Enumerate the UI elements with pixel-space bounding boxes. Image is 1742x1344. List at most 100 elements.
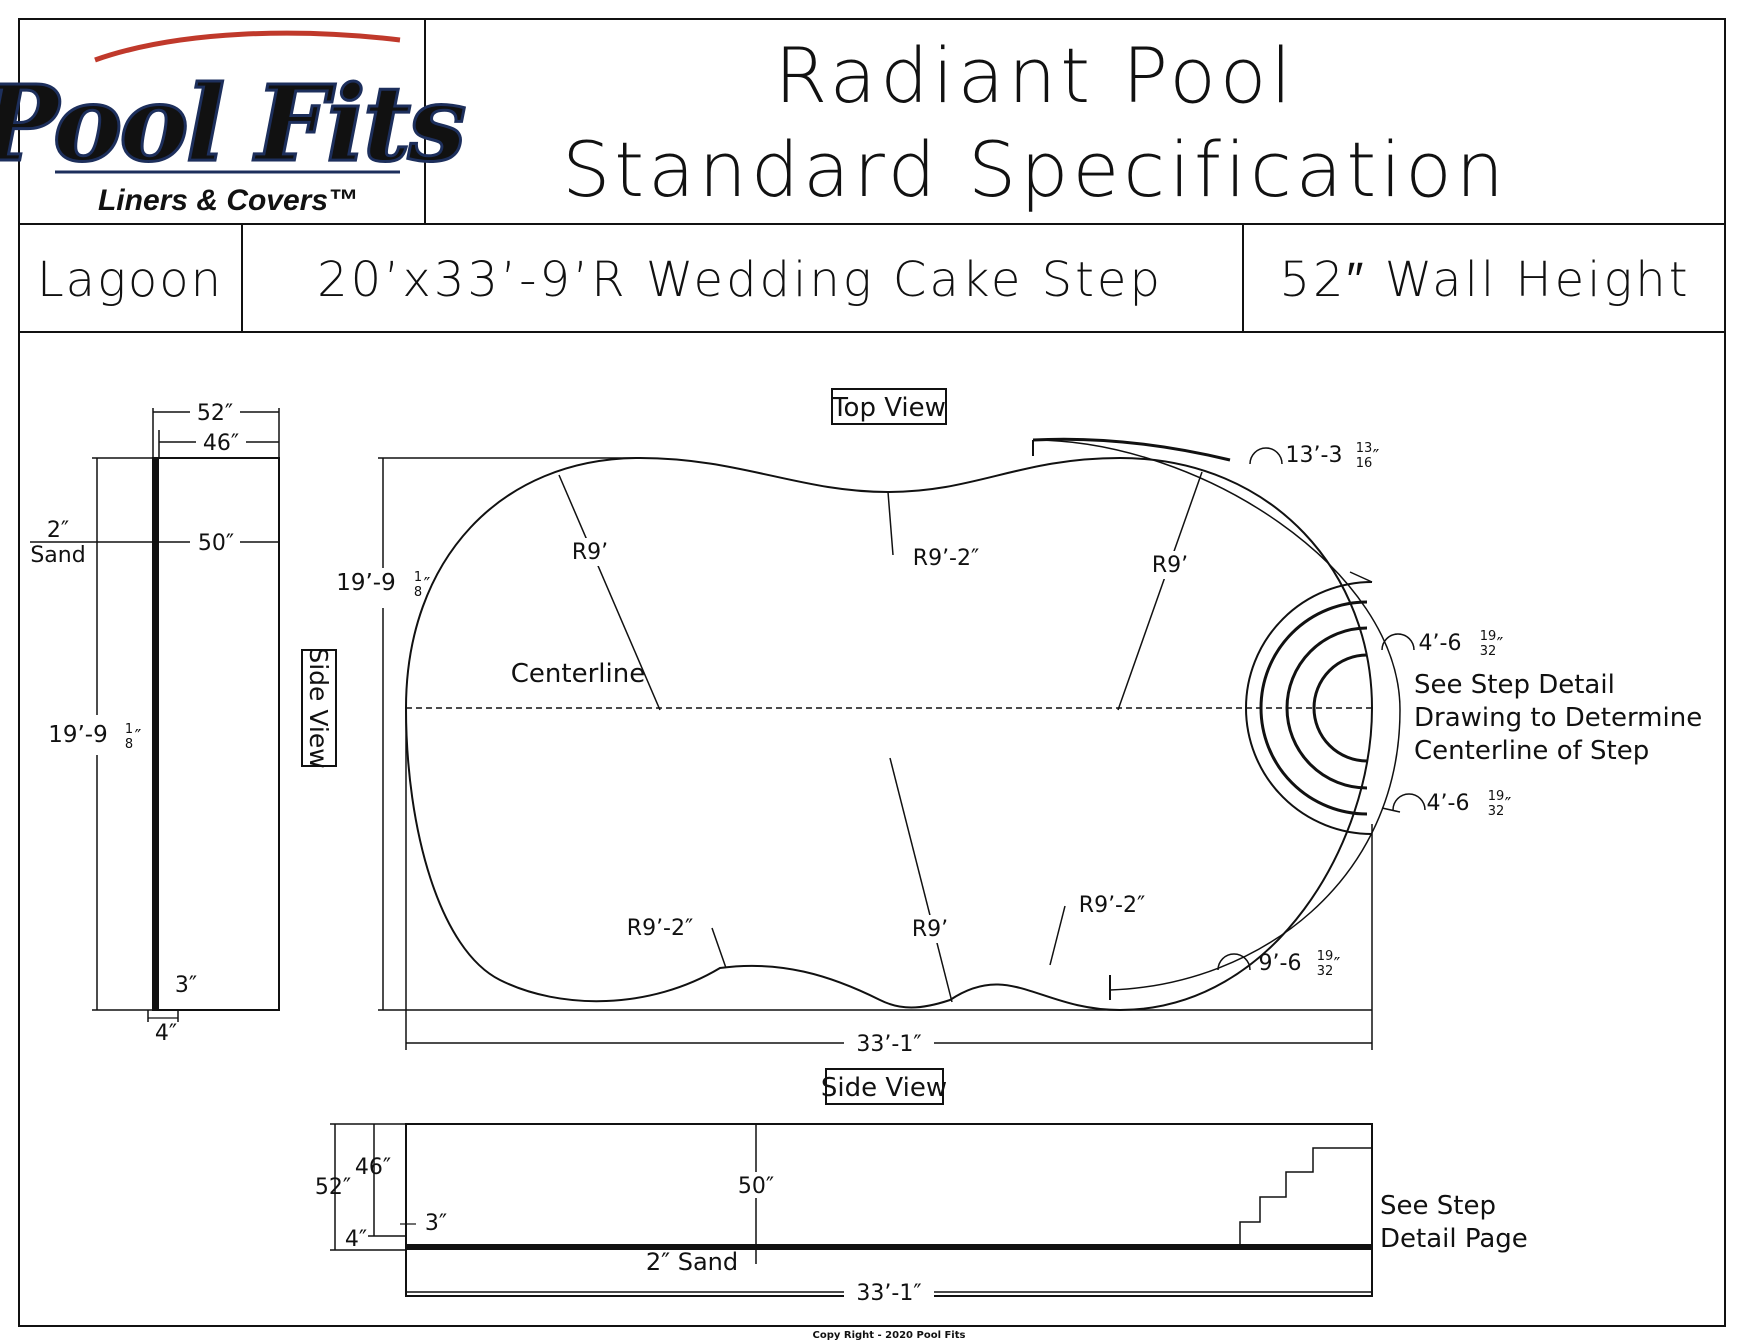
left-section-view: 52″ 46″ 50″ 2″ Sand 19’-9 1 8 ″ 3″ 4″ bbox=[30, 398, 280, 1046]
arc-symbol-step-top bbox=[1381, 633, 1415, 651]
top-vert-dim-whole: 19’-9 bbox=[336, 570, 396, 596]
left-dim-52-bg bbox=[190, 398, 240, 424]
side-length-dim: 33’-1″ bbox=[856, 1281, 921, 1306]
arc-top-num: 13 bbox=[1356, 441, 1373, 456]
side-sand-label: 2″ Sand bbox=[646, 1248, 738, 1276]
left-depth-bg bbox=[190, 528, 240, 554]
centerline-label: Centerline bbox=[511, 659, 645, 689]
left-vert-dim-num: 1 bbox=[125, 722, 133, 737]
radius-label-1: R9’ bbox=[572, 540, 608, 565]
left-vert-dim-den: 8 bbox=[125, 737, 133, 752]
arc-bottom-num: 19 bbox=[1317, 949, 1334, 964]
top-length-dim-bg bbox=[844, 1029, 934, 1057]
radius-leader-5 bbox=[889, 757, 953, 1003]
side-step-note-1: See Step bbox=[1380, 1191, 1496, 1221]
radius-label-2: R9’-2″ bbox=[913, 546, 979, 571]
top-vert-dim-unit: ″ bbox=[424, 574, 431, 595]
pool-outline bbox=[404, 456, 1374, 1012]
arc-length-dimension bbox=[1032, 439, 1401, 991]
side-view-label-box bbox=[825, 1068, 944, 1105]
left-dim-52: 52″ bbox=[197, 401, 233, 426]
step-arc-2 bbox=[1259, 600, 1368, 816]
left-sand-label-2: Sand bbox=[30, 543, 85, 568]
arc-symbol-top bbox=[1249, 447, 1283, 465]
step-arc-1 bbox=[1245, 581, 1373, 835]
radius-bg-3 bbox=[1148, 551, 1192, 579]
radius-bg-1 bbox=[568, 538, 612, 566]
top-length-dim: 33’-1″ bbox=[856, 1032, 921, 1057]
side-depth-bg bbox=[733, 1172, 779, 1198]
arc-symbol-bottom bbox=[1217, 953, 1251, 971]
step-note-line-2: Drawing to Determine bbox=[1414, 703, 1702, 733]
left-sand-label-1: 2″ bbox=[47, 518, 69, 543]
logo-brand-text: Pool Fits bbox=[0, 62, 465, 185]
step-arc-3 bbox=[1285, 626, 1368, 790]
top-view-label-box bbox=[831, 388, 947, 425]
size-description: 20’x33’-9’R Wedding Cake Step bbox=[317, 252, 1163, 308]
arc-step-bottom-whole: 4’-6 bbox=[1427, 791, 1470, 816]
left-section-wall bbox=[153, 458, 159, 1010]
side-view-tag-box bbox=[301, 649, 337, 767]
arc-tick-lower-step bbox=[1381, 807, 1401, 813]
model-name: Lagoon bbox=[37, 252, 223, 308]
top-vert-dim-bg bbox=[330, 568, 438, 608]
side-view-tag-text: Side View bbox=[304, 647, 333, 768]
side-step-note-2: Detail Page bbox=[1380, 1224, 1528, 1254]
top-view: Top View 19’-9 1 8 ″ Side View Centerlin… bbox=[301, 388, 1702, 1057]
step-note-line-3: Centerline of Step bbox=[1414, 736, 1649, 766]
arc-tick-upper-step bbox=[1349, 571, 1373, 583]
logo-tagline: Liners & Covers™ bbox=[98, 184, 358, 217]
left-depth-label: 50″ bbox=[198, 531, 234, 556]
arc-step-bottom-unit: ″ bbox=[1505, 794, 1512, 815]
radius-leader-4 bbox=[711, 927, 727, 969]
logo-swoosh bbox=[94, 30, 401, 63]
wall-height: 52″ Wall Height bbox=[1279, 252, 1690, 308]
arc-top-unit: ″ bbox=[1373, 446, 1380, 467]
radius-label-3: R9’ bbox=[1152, 553, 1188, 578]
side-dim-4: 4″ bbox=[345, 1227, 367, 1252]
side-view-tag: Side View bbox=[301, 647, 337, 769]
left-dim-3: 3″ bbox=[175, 973, 197, 998]
radius-label-6: R9’-2″ bbox=[1079, 893, 1145, 918]
left-dim-46: 46″ bbox=[203, 431, 239, 456]
side-view: Side View 50″ 52″ 46″ 3″ 4″ 2″ Sand See … bbox=[315, 1068, 1528, 1306]
side-dim-46: 46″ bbox=[355, 1155, 391, 1180]
arc-step-bottom-num: 19 bbox=[1488, 789, 1505, 804]
left-dim-46-bg bbox=[196, 428, 246, 454]
side-view-label: Side View bbox=[821, 1073, 947, 1103]
radius-bg-5 bbox=[908, 915, 952, 943]
side-dim-52: 52″ bbox=[315, 1175, 351, 1200]
arc-bottom-unit: ″ bbox=[1334, 954, 1341, 975]
radius-leader-6 bbox=[1049, 905, 1066, 966]
side-dim-50: 50″ bbox=[738, 1174, 774, 1199]
radius-label-5: R9’ bbox=[912, 917, 948, 942]
arc-symbol-step-bottom bbox=[1392, 793, 1426, 811]
pool-fits-logo: Pool Fits Liners & Covers™ bbox=[0, 30, 469, 217]
arc-bottom-whole: 9’-6 bbox=[1259, 951, 1302, 976]
top-vert-dim-num: 1 bbox=[414, 570, 422, 585]
side-length-dim-bg bbox=[844, 1278, 934, 1306]
arc-heavy-top bbox=[1032, 437, 1231, 462]
outer-border bbox=[18, 18, 1726, 1327]
arc-step-top-unit: ″ bbox=[1497, 634, 1504, 655]
arc-bottom-den: 32 bbox=[1317, 964, 1334, 979]
radius-leader-2 bbox=[887, 491, 894, 556]
top-view-label: Top View bbox=[831, 393, 946, 423]
title-line-1: Radiant Pool bbox=[775, 31, 1296, 120]
side-dim-3: 3″ bbox=[425, 1211, 447, 1236]
left-vert-dim-unit: ″ bbox=[135, 726, 142, 747]
arc-step-top-num: 19 bbox=[1480, 629, 1497, 644]
arc-step-top-den: 32 bbox=[1480, 644, 1497, 659]
side-view-sand-bed bbox=[406, 1244, 1372, 1250]
radius-leader-3 bbox=[1117, 471, 1203, 711]
arc-top-whole: 13’-3 bbox=[1286, 443, 1343, 468]
top-vert-dim-den: 8 bbox=[414, 585, 422, 600]
arc-step-top-whole: 4’-6 bbox=[1419, 631, 1462, 656]
left-vert-dim-bg bbox=[42, 715, 146, 755]
left-dim-4: 4″ bbox=[155, 1021, 177, 1046]
radius-leader-1 bbox=[558, 474, 661, 711]
copyright-footer: Copy Right - 2020 Pool Fits bbox=[813, 1330, 966, 1341]
arc-step-bottom-den: 32 bbox=[1488, 804, 1505, 819]
title-line-2: Standard Specification bbox=[562, 125, 1508, 214]
